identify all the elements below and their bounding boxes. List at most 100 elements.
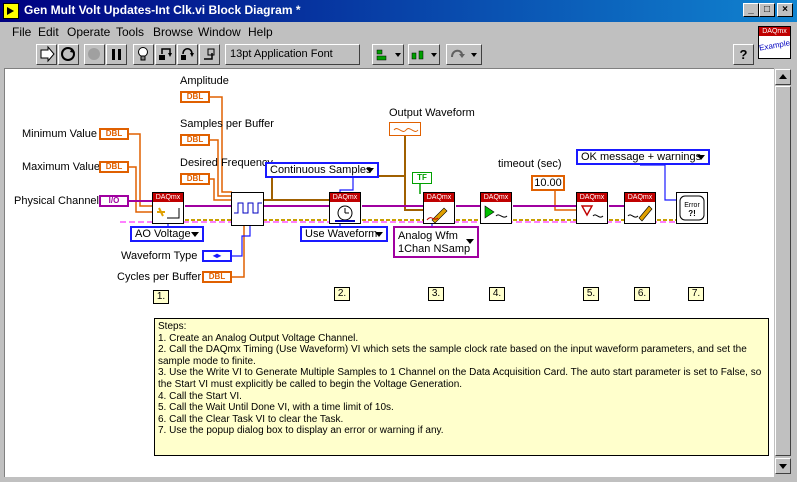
reorder-button[interactable] — [446, 44, 482, 65]
waveform-glyph-icon — [393, 128, 419, 132]
sample-mode-ring[interactable]: Continuous Samples — [265, 162, 379, 178]
step-number-6: 6. — [634, 287, 650, 301]
basic-function-generator-vi[interactable] — [231, 192, 264, 226]
menu-tools[interactable]: Tools — [116, 25, 145, 39]
amplitude-terminal[interactable]: DBL — [180, 91, 210, 103]
vi-header: DAQmx — [577, 193, 607, 202]
timeout-constant[interactable]: 10.00 — [531, 175, 565, 191]
write-mode-ring[interactable]: Analog Wfm 1Chan NSamp — [393, 226, 479, 258]
waveform-type-label: Waveform Type — [121, 250, 198, 262]
step-number-5: 5. — [583, 287, 599, 301]
step-over-icon — [181, 48, 194, 60]
up-arrow-icon — [779, 74, 787, 79]
step-over-button[interactable] — [177, 44, 198, 65]
step-line: 2. Call the DAQmx Timing (Use Waveform) … — [158, 344, 747, 367]
start-task-vi[interactable]: DAQmx — [480, 192, 512, 224]
write-vi[interactable]: DAQmx — [423, 192, 455, 224]
step-line: 7. Use the popup dialog box to display a… — [158, 425, 444, 437]
ring-dropdown-icon — [697, 155, 705, 160]
vertical-scrollbar[interactable] — [774, 68, 792, 476]
pause-icon — [112, 49, 121, 60]
step-line: 4. Call the Start VI. — [158, 390, 242, 402]
toolbar: 13pt Application Font ? — [0, 42, 797, 67]
minimum-value-label: Minimum Value — [22, 128, 97, 140]
labview-app-icon[interactable] — [3, 3, 19, 19]
auto-start-false-constant[interactable]: TF — [412, 172, 432, 184]
example-icon-header: DAQmx — [759, 27, 790, 36]
menu-file[interactable]: File — [12, 25, 32, 39]
vi-header: DAQmx — [330, 193, 360, 202]
minimize-button[interactable]: _ — [743, 3, 759, 17]
run-continuously-button[interactable] — [58, 44, 79, 65]
daqmx-example-icon[interactable]: DAQmx Example — [758, 26, 791, 59]
example-icon-label: Example — [758, 38, 791, 53]
vi-header: DAQmx — [481, 193, 511, 202]
maximum-value-terminal[interactable]: DBL — [99, 161, 129, 173]
create-channel-vi[interactable]: DAQmx — [152, 192, 184, 224]
scroll-down-arrow-icon[interactable] — [775, 458, 791, 474]
abort-button[interactable] — [84, 44, 105, 65]
step-number-4: 4. — [489, 287, 505, 301]
channel-type-ring[interactable]: AO Voltage — [130, 226, 204, 242]
highlight-execution-button[interactable] — [133, 44, 154, 65]
pause-button[interactable] — [106, 44, 127, 65]
timing-vi[interactable]: DAQmx — [329, 192, 361, 224]
step-number-3: 3. — [428, 287, 444, 301]
timeout-label: timeout (sec) — [498, 158, 562, 170]
step-line: 1. Create an Analog Output Voltage Chann… — [158, 332, 359, 344]
pencil-write-icon — [426, 207, 448, 224]
abort-stop-icon — [88, 48, 100, 60]
distribute-objects-icon — [411, 50, 437, 60]
distribute-objects-button[interactable] — [408, 44, 440, 65]
step-out-icon — [204, 48, 215, 60]
desired-frequency-terminal[interactable]: DBL — [180, 173, 210, 185]
menu-bar: File Edit Operate Tools Browse Window He… — [0, 22, 797, 42]
close-button[interactable]: × — [777, 3, 793, 17]
wait-hourglass-icon — [580, 205, 604, 218]
menu-window[interactable]: Window — [198, 25, 241, 39]
physical-channel-terminal[interactable]: I/O — [99, 195, 129, 207]
title-bar[interactable]: Gen Mult Volt Updates-Int Clk.vi Block D… — [0, 0, 797, 22]
timing-mode-ring[interactable]: Use Waveform — [300, 226, 388, 242]
wait-until-done-vi[interactable]: DAQmx — [576, 192, 608, 224]
step-into-button[interactable] — [155, 44, 176, 65]
minimum-value-terminal[interactable]: DBL — [99, 128, 129, 140]
menu-operate[interactable]: Operate — [67, 25, 111, 39]
run-button[interactable] — [36, 44, 57, 65]
vi-header: DAQmx — [153, 193, 183, 202]
waveform-type-terminal[interactable]: ◂▸ — [202, 250, 232, 262]
window-title: Gen Mult Volt Updates-Int Clk.vi Block D… — [24, 3, 301, 17]
scroll-up-arrow-icon[interactable] — [775, 69, 791, 85]
create-channel-icon — [157, 207, 180, 219]
font-selector[interactable]: 13pt Application Font — [225, 44, 360, 65]
simple-error-handler-vi[interactable]: Error?! — [676, 192, 708, 224]
font-selector-value: 13pt Application Font — [230, 48, 333, 60]
output-waveform-terminal[interactable] — [389, 122, 421, 136]
cycles-per-buffer-terminal[interactable]: DBL — [202, 271, 232, 283]
step-number-2: 2. — [334, 287, 350, 301]
menu-browse[interactable]: Browse — [153, 25, 194, 39]
help-question-icon: ? — [739, 47, 748, 62]
vi-header: DAQmx — [625, 193, 655, 202]
samples-per-buffer-label: Samples per Buffer — [180, 118, 274, 130]
clear-task-vi[interactable]: DAQmx — [624, 192, 656, 224]
error-dialog-icon: Error?! — [679, 195, 705, 221]
step-number-7: 7. — [688, 287, 704, 301]
samples-per-buffer-terminal[interactable]: DBL — [180, 134, 210, 146]
desired-frequency-label: Desired Frequency — [180, 157, 273, 169]
reorder-icon — [451, 49, 477, 58]
physical-channel-label: Physical Channel — [14, 195, 99, 207]
context-help-button[interactable]: ? — [733, 44, 754, 65]
start-play-icon — [484, 205, 508, 219]
ring-dropdown-icon — [375, 232, 383, 237]
timing-mode-value: Use Waveform — [305, 228, 378, 240]
dialog-type-ring[interactable]: OK message + warnings — [576, 149, 710, 165]
dialog-type-value: OK message + warnings — [581, 151, 702, 163]
step-number-1: 1. — [153, 290, 169, 304]
menu-edit[interactable]: Edit — [38, 25, 59, 39]
maximize-button[interactable]: □ — [759, 3, 775, 17]
scroll-thumb[interactable] — [775, 86, 791, 456]
align-objects-button[interactable] — [372, 44, 404, 65]
menu-help[interactable]: Help — [248, 25, 273, 39]
step-out-button[interactable] — [199, 44, 220, 65]
